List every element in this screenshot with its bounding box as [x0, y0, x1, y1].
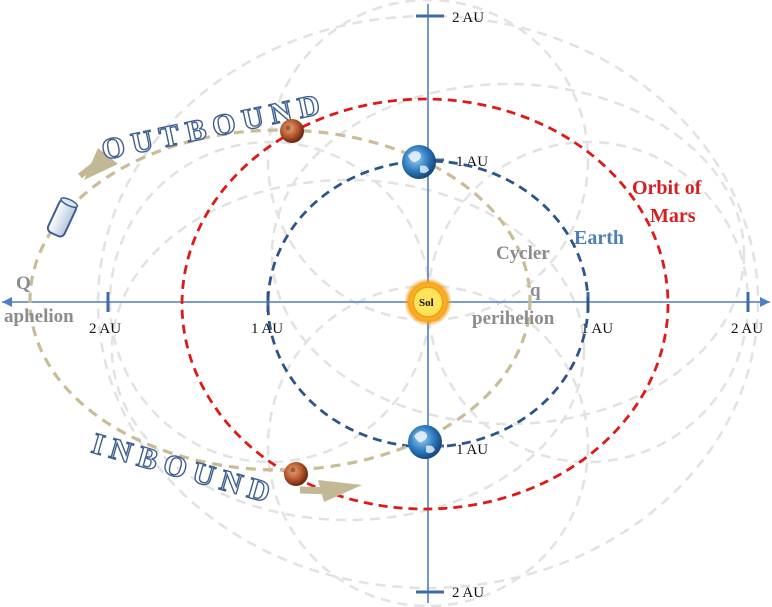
tick-label-upper: 1 AU	[456, 154, 488, 170]
aphelion-label: aphelion	[4, 306, 74, 327]
earth-orbit-label: Earth	[574, 227, 624, 249]
cycler-spacecraft-icon	[46, 197, 79, 238]
ghost-orbit	[266, 0, 590, 322]
mars-orbit-path	[180, 97, 670, 511]
mars-planet-icon	[280, 119, 304, 143]
cycler-label: Cycler	[496, 243, 550, 264]
tick-label-left-inner: 1 AU	[251, 321, 283, 337]
tick-label-right-outer: 2 AU	[731, 321, 763, 337]
tick-label-left-outer: 2 AU	[89, 321, 121, 337]
earth-orbit-path	[266, 159, 590, 449]
perihelion-label: perihelion	[472, 308, 555, 329]
tick-label-bottom: 2 AU	[452, 585, 484, 601]
ghost-orbit	[270, 82, 746, 426]
earth-globe-icon	[408, 425, 442, 459]
x-axis-arrowhead	[2, 297, 12, 307]
tick-label-top: 2 AU	[452, 10, 484, 26]
ghost-orbit	[110, 178, 586, 522]
perihelion-symbol: q	[530, 280, 541, 301]
cycler-orbit-path	[28, 128, 532, 472]
axes	[2, 4, 770, 603]
tick-label-right-inner: 1 AU	[581, 321, 613, 337]
x-axis-arrowhead	[760, 297, 770, 307]
mars-orbit-label-line1: Orbit of	[632, 177, 702, 199]
aphelion-symbol: Q	[16, 273, 31, 294]
inbound-arrow	[299, 480, 362, 502]
mars-planet-icon	[284, 462, 308, 486]
earth-globe-icon	[402, 145, 436, 179]
tick-label-lower: 1 AU	[456, 442, 488, 458]
outbound-arrow	[78, 148, 118, 180]
sun-icon: Sol	[404, 278, 452, 326]
sun-label: Sol	[419, 297, 434, 309]
mars-orbit-label-line2: Mars	[650, 205, 696, 227]
